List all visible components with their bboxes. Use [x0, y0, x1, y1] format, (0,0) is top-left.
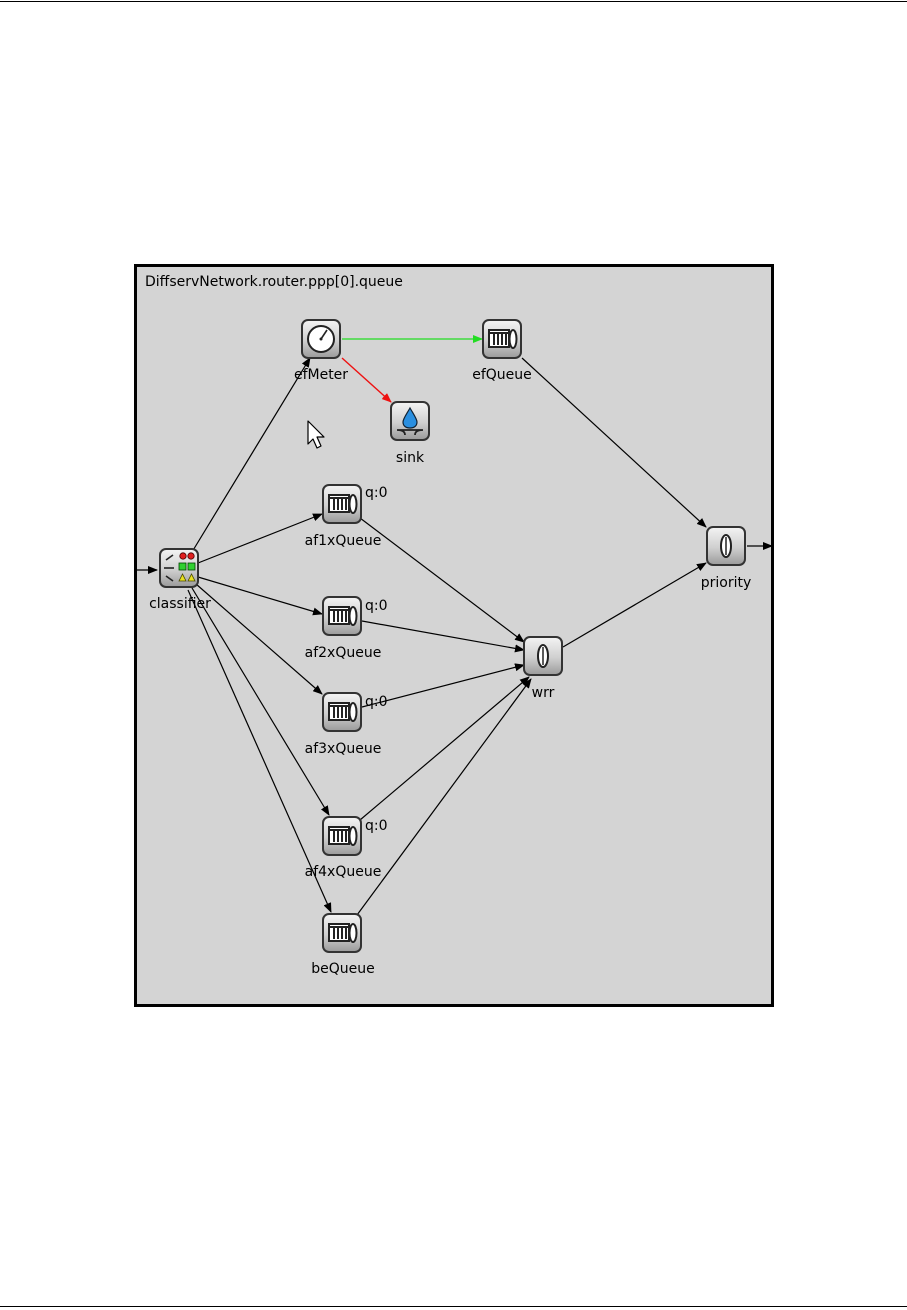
- module-bequeue[interactable]: beQueue: [311, 913, 375, 977]
- module-sink[interactable]: sink: [390, 401, 430, 466]
- connection-efmeter-sink: [341, 357, 392, 403]
- queue-icon: [322, 913, 362, 953]
- queue-icon: [322, 596, 362, 636]
- connection-classifier-af3x: [195, 583, 323, 695]
- module-status-af4xqueue: q:0: [365, 818, 388, 834]
- queue-icon: [322, 692, 362, 732]
- page-top-rule: [0, 1, 907, 2]
- module-label-efmeter: efMeter: [294, 367, 348, 383]
- queue-icon: [482, 319, 522, 359]
- classifier-icon: [159, 548, 199, 588]
- module-label-sink: sink: [396, 450, 425, 466]
- module-label-af1xqueue: af1xQueue: [305, 533, 382, 549]
- queue-icon: [322, 816, 362, 856]
- connection-classifier-af4x: [191, 587, 330, 816]
- module-label-priority: priority: [701, 575, 752, 591]
- module-label-efqueue: efQueue: [472, 367, 532, 383]
- module-status-af3xqueue: q:0: [365, 694, 388, 710]
- connection-bequeue-wrr: [356, 678, 532, 916]
- mouse-cursor-icon: [307, 420, 325, 449]
- module-af3xqueue[interactable]: af3xQueue q:0: [305, 692, 388, 757]
- module-efmeter[interactable]: efMeter: [294, 319, 348, 383]
- connection-classifier-bequeue: [187, 589, 332, 913]
- module-classifier[interactable]: classifier: [149, 548, 211, 612]
- network-title: DiffservNetwork.router.ppp[0].queue: [145, 274, 403, 290]
- meter-clock-icon: [301, 319, 341, 359]
- module-status-af2xqueue: q:0: [365, 598, 388, 614]
- module-af2xqueue[interactable]: af2xQueue q:0: [305, 596, 388, 661]
- module-label-af4xqueue: af4xQueue: [305, 864, 382, 880]
- connection-efqueue-priority: [521, 357, 707, 528]
- connection-classifier-af2x: [197, 576, 323, 616]
- page-bottom-rule: [0, 1306, 907, 1307]
- module-af1xqueue[interactable]: af1xQueue q:0: [305, 484, 388, 549]
- connection-classifier-efmeter: [191, 357, 311, 553]
- connection-classifier-af1x: [197, 513, 323, 564]
- connection-af2x-wrr: [361, 620, 525, 653]
- connection-af3x-wrr: [361, 663, 525, 708]
- queue-icon: [322, 484, 362, 524]
- module-label-classifier: classifier: [149, 596, 211, 612]
- connections: [137, 335, 773, 916]
- connection-af1x-wrr: [359, 517, 525, 643]
- network-canvas[interactable]: DiffservNetwork.router.ppp[0].queue: [134, 264, 774, 1007]
- module-priority[interactable]: priority: [701, 526, 752, 591]
- module-label-bequeue: beQueue: [311, 961, 375, 977]
- scheduler-icon: [523, 636, 563, 676]
- module-af4xqueue[interactable]: af4xQueue q:0: [305, 816, 388, 880]
- module-efqueue[interactable]: efQueue: [472, 319, 532, 383]
- module-wrr[interactable]: wrr: [523, 636, 563, 701]
- sink-drop-icon: [390, 401, 430, 441]
- module-label-af3xqueue: af3xQueue: [305, 741, 382, 757]
- connection-wrr-priority: [562, 562, 707, 648]
- connection-af4x-wrr: [359, 676, 530, 821]
- scheduler-icon: [706, 526, 746, 566]
- module-status-af1xqueue: q:0: [365, 485, 388, 501]
- module-label-wrr: wrr: [532, 685, 555, 701]
- module-label-af2xqueue: af2xQueue: [305, 645, 382, 661]
